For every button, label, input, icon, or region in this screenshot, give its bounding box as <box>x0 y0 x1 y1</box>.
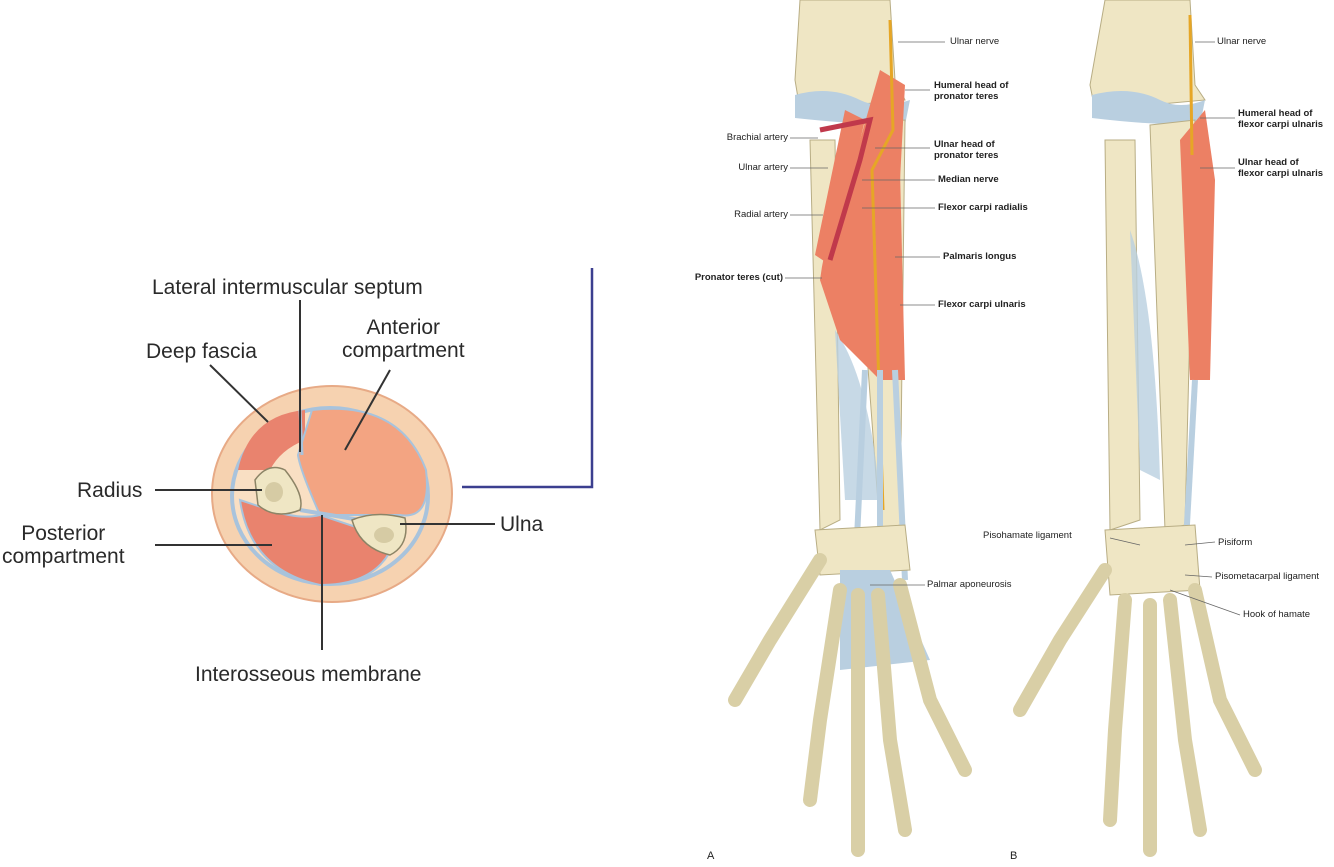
label-a-flexor-carpi-radialis: Flexor carpi radialis <box>938 202 1028 213</box>
label-a-flexor-carpi-ulnaris: Flexor carpi ulnaris <box>938 299 1026 310</box>
label-a-pronator-teres-cut: Pronator teres (cut) <box>680 272 783 283</box>
label-ulna: Ulna <box>500 513 543 536</box>
leader-deep-fascia <box>210 365 268 422</box>
label-a-radial-artery: Radial artery <box>700 209 788 220</box>
label-a-ulnar-nerve: Ulnar nerve <box>950 36 999 47</box>
label-a-brachial-artery: Brachial artery <box>700 132 788 143</box>
label-a-palmaris-longus: Palmaris longus <box>943 251 1016 262</box>
ulnar-nerve-b <box>1190 15 1192 155</box>
label-b-humeral-head-fcu: Humeral head of flexor carpi ulnaris <box>1238 108 1323 131</box>
label-a-humeral-head-pronator-teres: Humeral head of pronator teres <box>934 80 1008 103</box>
label-b-ulnar-head-fcu: Ulnar head of flexor carpi ulnaris <box>1238 157 1323 180</box>
label-b-pisiform: Pisiform <box>1218 537 1252 548</box>
label-a-ulnar-head-pronator-teres: Ulnar head of pronator teres <box>934 139 998 162</box>
label-posterior-compartment: Posterior compartment <box>2 522 125 568</box>
carpals-b <box>1105 525 1200 595</box>
fingers-b <box>1020 570 1255 850</box>
radius-marrow <box>265 482 283 502</box>
label-a-ulnar-artery: Ulnar artery <box>700 162 788 173</box>
panel-b-letter: B <box>1010 850 1017 862</box>
label-b-pisometacarpal-ligament: Pisometacarpal ligament <box>1215 571 1319 582</box>
ulna-marrow <box>374 527 394 543</box>
label-interosseous-membrane: Interosseous membrane <box>195 663 421 686</box>
panel-a-letter: A <box>707 850 714 862</box>
label-a-palmar-aponeurosis: Palmar aponeurosis <box>927 579 1012 590</box>
label-b-ulnar-nerve: Ulnar nerve <box>1217 36 1266 47</box>
section-bracket <box>462 268 592 487</box>
label-b-hook-of-hamate: Hook of hamate <box>1243 609 1310 620</box>
label-a-median-nerve: Median nerve <box>938 174 999 185</box>
carpals-a <box>815 525 910 575</box>
label-anterior-compartment: Anterior compartment <box>342 316 465 362</box>
panel-a-illustration <box>735 0 965 850</box>
label-lateral-intermuscular-septum: Lateral intermuscular septum <box>152 276 423 299</box>
panel-b-illustration <box>1020 0 1255 850</box>
label-b-pisohamate-ligament: Pisohamate ligament <box>983 530 1072 541</box>
label-deep-fascia: Deep fascia <box>146 340 257 363</box>
label-radius: Radius <box>77 479 142 502</box>
